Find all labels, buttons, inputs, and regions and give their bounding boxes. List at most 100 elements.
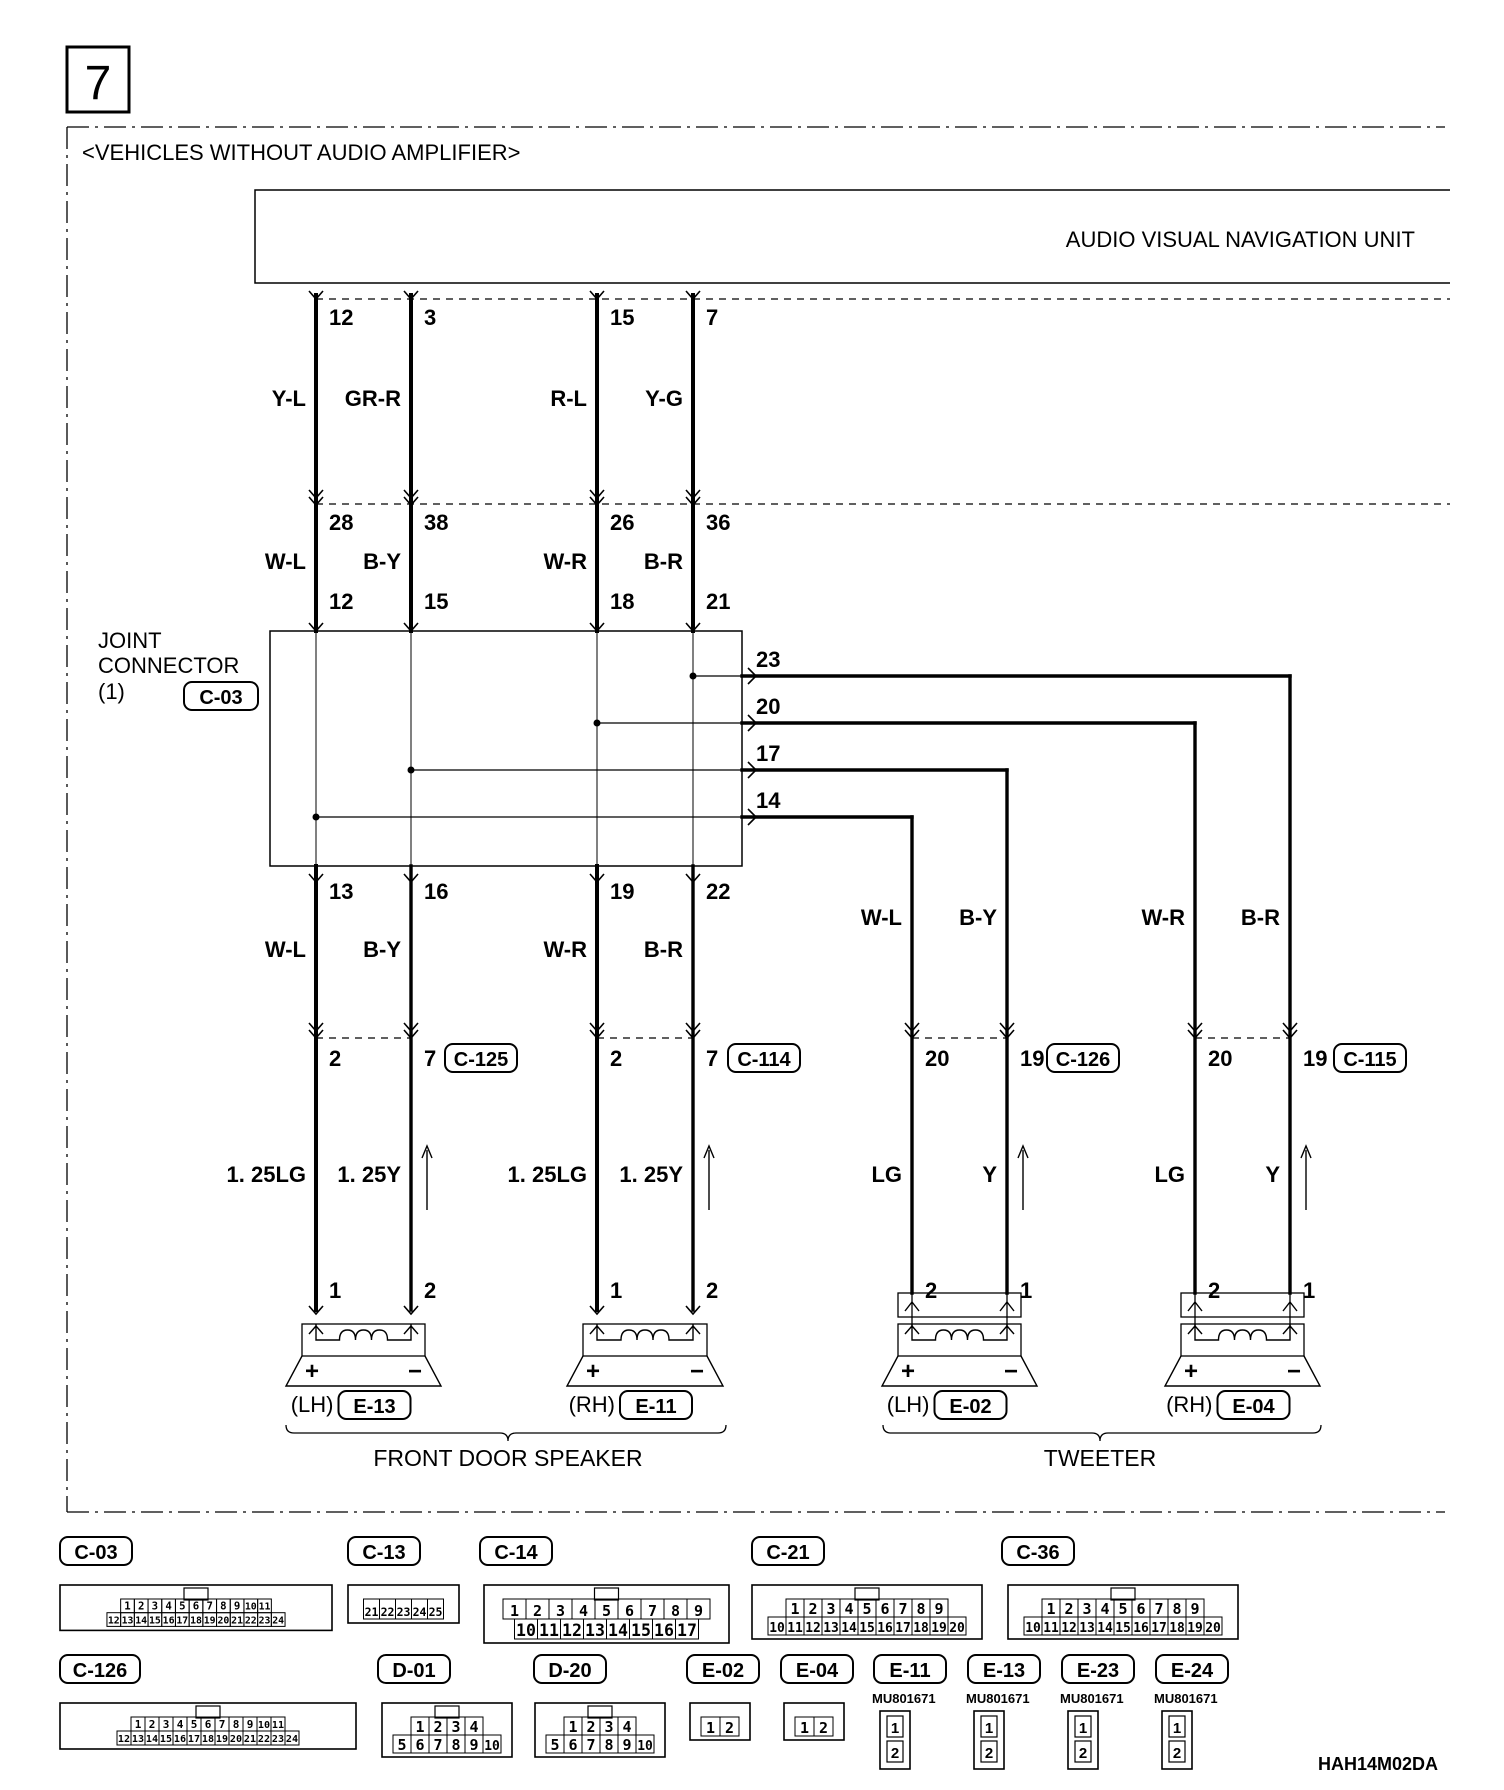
harness-code-2: C-126 [1056, 1049, 1110, 1071]
lower-wire-color-1: B-Y [363, 937, 401, 962]
speaker-chevron-1-0 [589, 1305, 605, 1316]
legend-pin-4-0-2: 3 [1082, 1600, 1091, 1618]
legend-pin-2-1-4: 14 [608, 1621, 628, 1640]
legend-code-5: C-126 [73, 1660, 127, 1682]
speaker-cone-2 [880, 1355, 1039, 1387]
harness-pin-b-0: 7 [424, 1046, 436, 1071]
legend-pin-2-0-2: 3 [556, 1602, 565, 1620]
legend-code-9: E-04 [796, 1660, 839, 1682]
legend-pin-7-0-0: 1 [568, 1718, 577, 1736]
legend-pin-12-1: 2 [1079, 1745, 1087, 1762]
legend-cell-4-1-10 [1203, 1616, 1223, 1636]
legend-pin-0-0-4: 5 [179, 1600, 185, 1613]
pin-chevron-harness-2 [589, 1022, 605, 1033]
legend-body-9 [783, 1702, 845, 1741]
pin-chevron-unit-2 [589, 290, 605, 301]
legend-part-10: MU801671 [872, 1691, 936, 1706]
legend-pin-10-0: 1 [891, 1720, 899, 1737]
legend-pin-3-1-10: 20 [949, 1621, 965, 1636]
lower-wire-color-3: B-R [644, 937, 683, 962]
legend-pin-0-1-10: 22 [245, 1615, 257, 1626]
legend-pin-3-1-7: 17 [895, 1621, 911, 1636]
legend-pin-2-0-4: 5 [602, 1602, 611, 1620]
legend-pin-11-1: 2 [985, 1745, 993, 1762]
speaker-housing-0 [301, 1323, 426, 1357]
legend-body-12 [1067, 1710, 1099, 1770]
legend-pin-1-0-1: 22 [381, 1605, 395, 1619]
legend-pin-0-0-7: 8 [220, 1600, 226, 1613]
legend-pin-6-1-2: 7 [433, 1736, 442, 1754]
speaker-wire-color-b-1: 1. 25Y [619, 1162, 683, 1187]
legend-pin-4-1-4: 14 [1097, 1621, 1113, 1636]
tweeter-lead-chevron-2-1 [999, 1300, 1015, 1312]
pin-chevron-unit-3 [685, 290, 701, 301]
pin-chevron-tweeter-harness-2-2 [1187, 1029, 1203, 1040]
pin-chevron-jc-out-1 [403, 873, 419, 884]
legend-cell-13-0 [1168, 1715, 1186, 1738]
legend-pin-4-1-0: 10 [1025, 1621, 1041, 1636]
speaker-side-1: (RH) [569, 1392, 615, 1417]
legend-pin-5-1-1: 13 [132, 1734, 144, 1745]
unit-wire-color-2: R-L [550, 386, 587, 411]
pin-chevron-harness-3-2 [685, 1029, 701, 1040]
legend-pin-5-1-12: 24 [286, 1734, 298, 1745]
upper-wire-color-1: B-Y [363, 549, 401, 574]
legend-pin-3-1-5: 15 [859, 1621, 875, 1636]
legend-body-8 [689, 1702, 751, 1741]
speaker-coil-chevron-a-3 [1187, 1324, 1203, 1335]
wire-markers [308, 290, 1312, 1210]
unit-pin-0: 12 [329, 305, 353, 330]
legend-pin-4-1-9: 19 [1187, 1621, 1203, 1636]
current-arrowhead-0 [421, 1144, 433, 1159]
unit-pin-2: 15 [610, 305, 634, 330]
legend-code-7: D-20 [548, 1660, 591, 1682]
legend-body-11 [973, 1710, 1005, 1770]
pin-chevron-tweeter-harness-3-2 [1282, 1029, 1298, 1040]
pin-chevron-tweeter-harness-3 [1282, 1022, 1298, 1033]
speaker-coil-chevron-a-0 [308, 1324, 324, 1335]
legend-pin-4-1-10: 20 [1205, 1621, 1221, 1636]
speaker-coil-3 [1194, 1324, 1291, 1341]
legend-pin-4-1-8: 18 [1169, 1621, 1185, 1636]
legend-pin-0-1-6: 18 [190, 1615, 202, 1626]
legend-pin-5-0-8: 9 [247, 1718, 254, 1731]
legend-pin-4-0-3: 4 [1100, 1600, 1109, 1618]
lower-wire-color-0: W-L [265, 937, 306, 962]
tweeter-wire-color-3: B-R [1241, 905, 1280, 930]
legend-pin-2-0-6: 7 [648, 1602, 657, 1620]
front-door-label: FRONT DOOR SPEAKER [373, 1445, 642, 1471]
legend-pin-6-1-3: 8 [451, 1736, 460, 1754]
pin-chevron-harness-0-2 [308, 1029, 324, 1040]
legend-pin-0-1-11: 23 [259, 1615, 271, 1626]
legend-pin-7-1-0: 5 [550, 1736, 559, 1754]
legend-pin-4-1-6: 16 [1133, 1621, 1149, 1636]
legend-pin-0-0-0: 1 [124, 1600, 130, 1613]
legend-key-5 [195, 1705, 221, 1719]
jc-splice-dot-0 [689, 672, 697, 680]
harness-pin-a-3: 20 [1208, 1046, 1232, 1071]
legend-pin-3-1-0: 10 [769, 1621, 785, 1636]
pin-chevron-harness-2-2 [589, 1029, 605, 1040]
pin-chevron-tweeter-harness-1 [999, 1022, 1015, 1033]
legend-pin-4-1-2: 12 [1061, 1621, 1077, 1636]
pin-chevron-harness-1-2 [403, 1029, 419, 1040]
joint-connector-code-box [183, 681, 259, 711]
speaker-cone-1 [565, 1355, 725, 1387]
legend-pin-5-0-0: 1 [135, 1718, 142, 1731]
section-label: <VEHICLES WITHOUT AUDIO AMPLIFIER> [82, 140, 520, 165]
legend-pin-3-1-8: 18 [913, 1621, 929, 1636]
legend-code-box-8 [686, 1654, 760, 1684]
legend-pin-13-1: 2 [1173, 1745, 1181, 1762]
connector-dashed-lines [316, 298, 1450, 1039]
legend-pin-1-0-2: 23 [397, 1605, 411, 1619]
legend-pin-2-0-1: 2 [533, 1602, 542, 1620]
